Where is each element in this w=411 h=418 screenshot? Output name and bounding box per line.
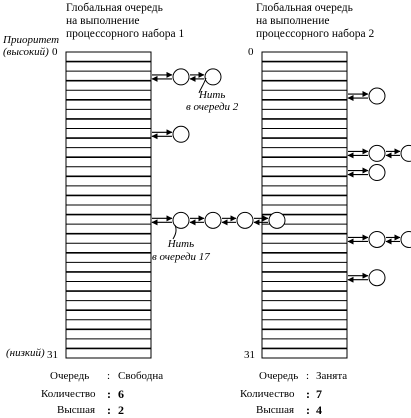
right-thread-node <box>400 230 411 248</box>
right-title: Глобальная очередь на выполнение процесс… <box>256 2 375 40</box>
annotation-pointer-queue-2 <box>198 77 207 94</box>
priority-high-label: Приоритет (высокий) <box>3 34 60 58</box>
left-stat-count-label: Количество <box>41 388 96 400</box>
annotation-thread-queue-17: Нить в очереди 17 <box>152 238 210 263</box>
left-title: Глобальная очередь на выполнение процесс… <box>66 2 185 40</box>
right-thread-node <box>368 87 386 105</box>
right-stat-queue-sep: : <box>306 370 310 382</box>
right-stat-highest-sep: : <box>306 403 310 417</box>
left-thread-node <box>172 125 190 143</box>
right-stat-queue-label: Очередь <box>259 370 299 382</box>
left-thread-node <box>236 211 254 229</box>
priority-low-label: (низкий) <box>6 347 45 359</box>
left-queue-table <box>65 51 152 359</box>
right-thread-node <box>400 144 411 162</box>
right-thread-node <box>368 144 386 162</box>
right-stat-count-label: Количество <box>240 388 295 400</box>
left-index-top: 0 <box>52 46 58 58</box>
right-stat-count-sep: : <box>306 387 310 401</box>
left-thread-node <box>172 211 190 229</box>
left-stat-queue-value: Свободна <box>118 370 164 382</box>
right-stat-queue-value: Занята <box>316 370 348 382</box>
left-thread-chains <box>151 68 286 229</box>
right-thread-node <box>368 230 386 248</box>
annotation-thread-queue-2: Нить в очереди 2 <box>186 89 239 113</box>
left-stat-queue-sep: : <box>107 370 111 382</box>
right-thread-node <box>368 269 386 287</box>
right-index-bottom: 31 <box>244 349 255 361</box>
left-thread-node <box>172 68 190 86</box>
left-stat-count-value: 6 <box>118 387 124 401</box>
right-stat-highest-value: 4 <box>316 403 322 417</box>
left-stat-highest-sep: : <box>107 403 111 417</box>
left-thread-node <box>268 211 286 229</box>
left-stat-highest-value: 2 <box>118 403 124 417</box>
annotation-pointer-queue-17 <box>172 224 177 240</box>
left-stat-queue-label: Очередь <box>50 370 90 382</box>
left-stat-count-sep: : <box>107 387 111 401</box>
right-index-top: 0 <box>248 46 254 58</box>
right-stat-highest-label: Высшая <box>256 404 295 416</box>
right-queue-table <box>261 51 348 359</box>
right-stat-count-value: 7 <box>316 387 322 401</box>
right-thread-node <box>368 164 386 182</box>
left-thread-node <box>204 68 222 86</box>
left-stat-highest-label: Высшая <box>57 404 96 416</box>
left-index-bottom: 31 <box>47 349 58 361</box>
left-thread-node <box>204 211 222 229</box>
right-thread-chains <box>347 87 411 287</box>
